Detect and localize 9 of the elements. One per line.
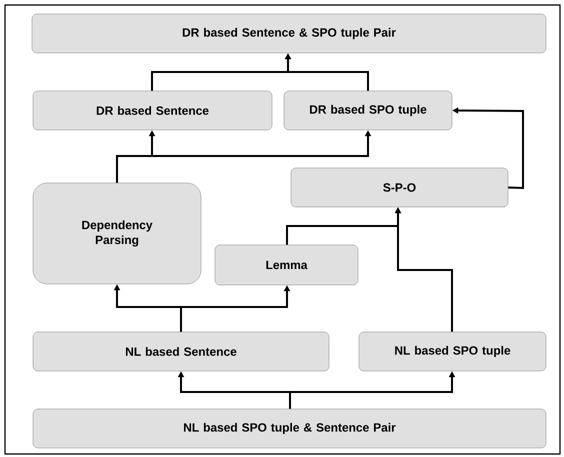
process-box: S-P-O [290, 168, 508, 208]
process-box: NL based SPO tuple & Sentence Pair [32, 408, 546, 448]
process-box: NL based SPO tuple [358, 332, 546, 372]
process-box: DR based SPO tuple [284, 90, 452, 130]
process-box: Dependency Parsing [32, 182, 202, 284]
process-box: DR based Sentence [32, 90, 272, 130]
process-box: Lemma [214, 244, 358, 286]
process-box: DR based Sentence & SPO tuple Pair [32, 14, 546, 54]
process-box: NL based Sentence [32, 332, 330, 372]
